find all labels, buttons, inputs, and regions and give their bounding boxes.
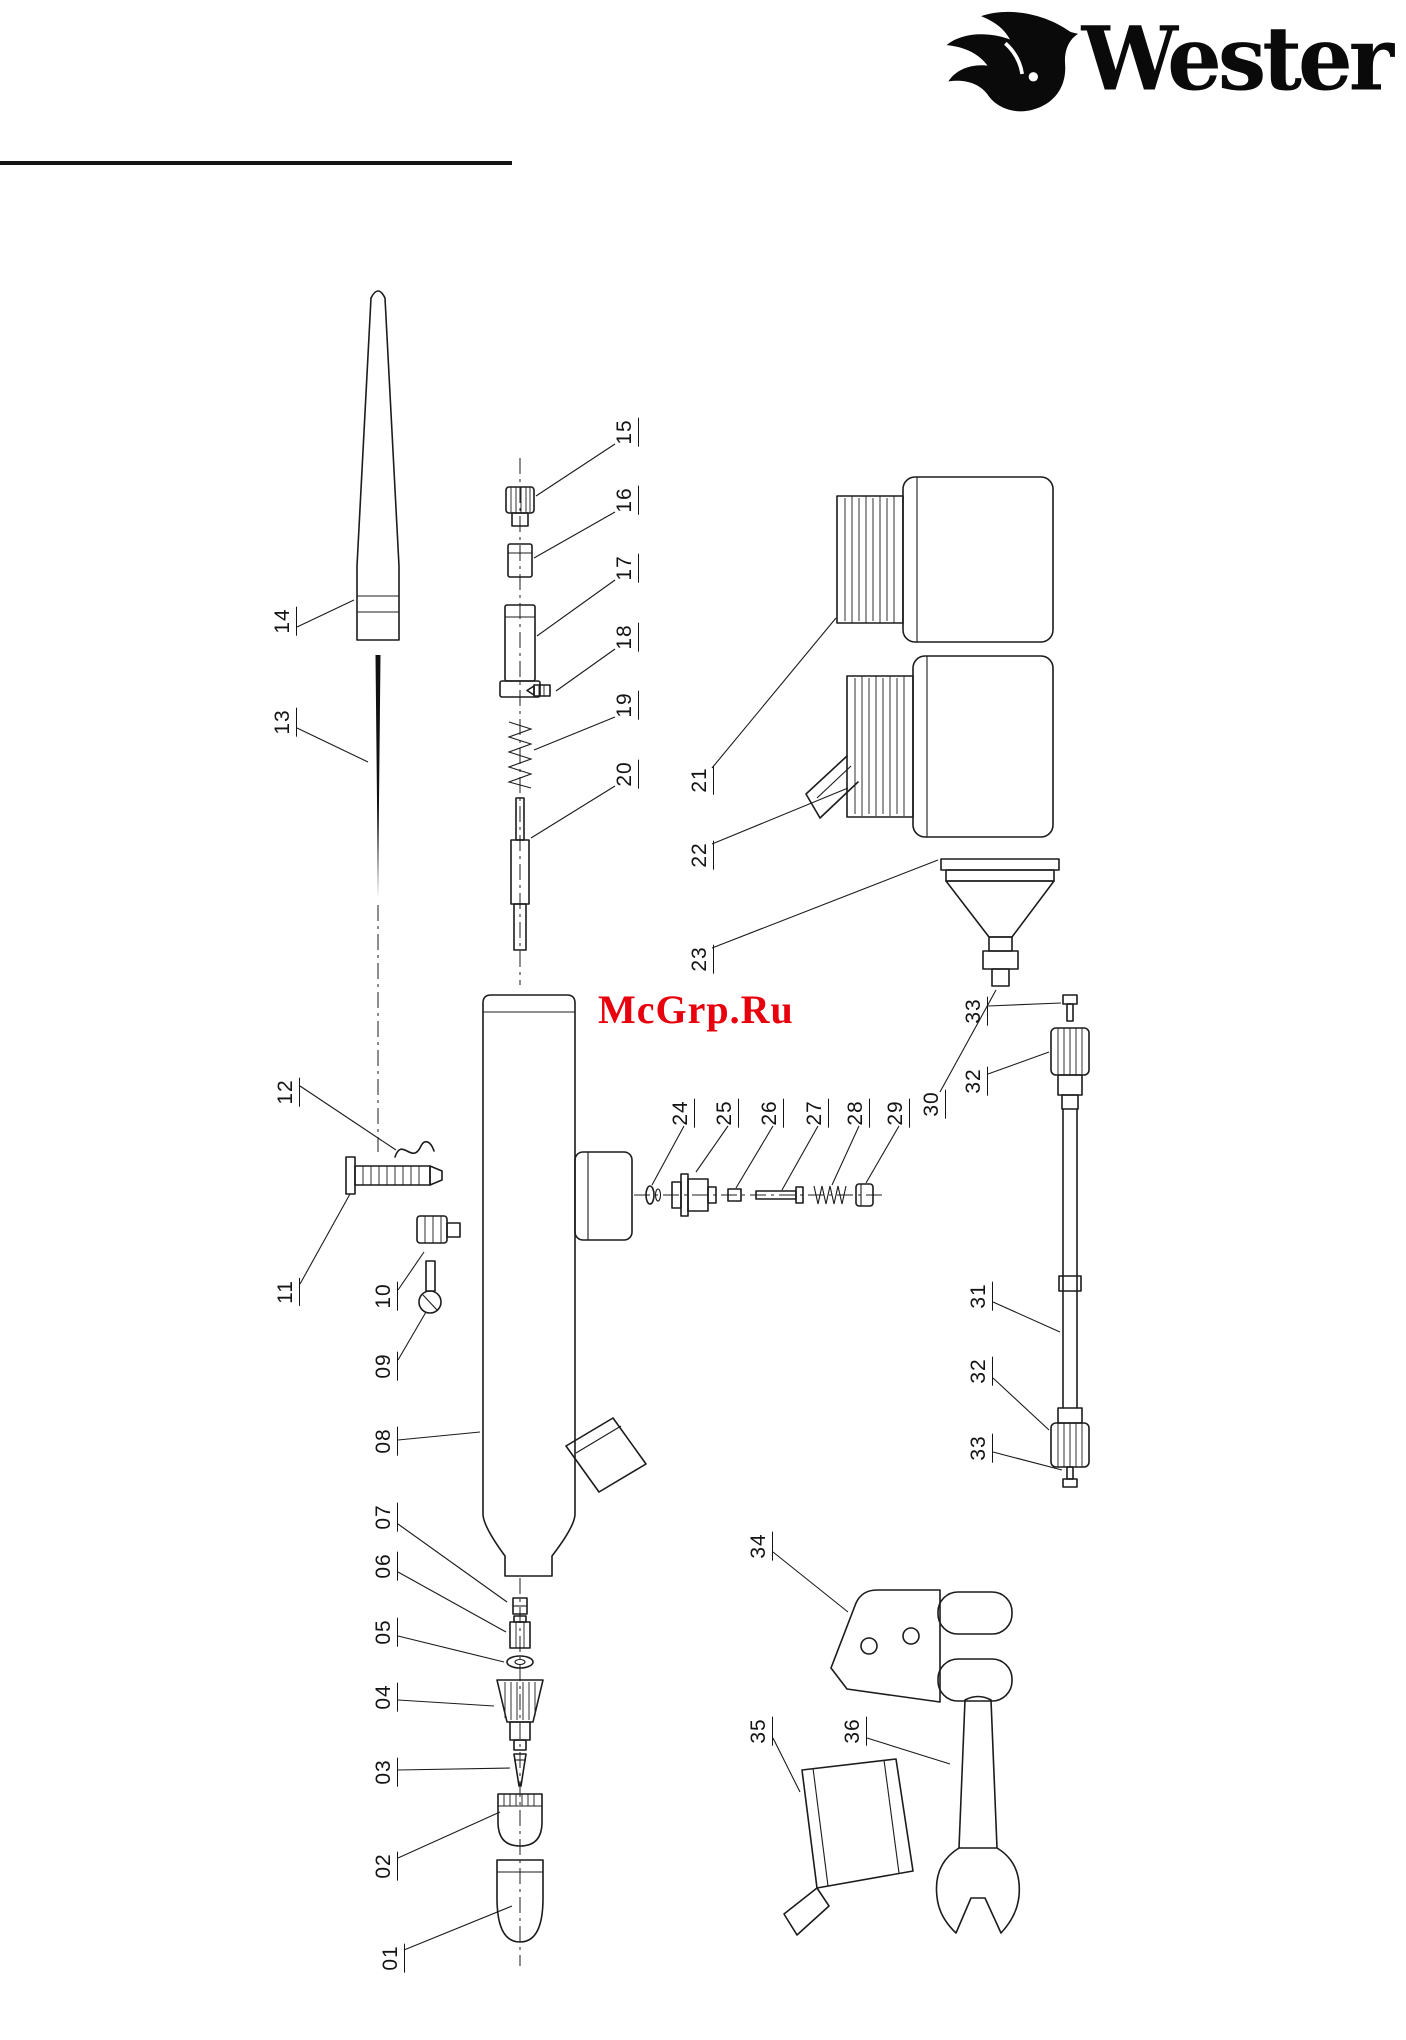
part-label-19-18: 19 [613, 690, 639, 720]
part-label-32-32: 32 [967, 1356, 993, 1386]
part-07-nozzle-seal [512, 1597, 528, 1615]
part-label-16-15: 16 [613, 485, 639, 515]
part-02-air-cap [497, 1793, 543, 1847]
part-label-10-9: 10 [372, 1281, 398, 1311]
header-rule [0, 161, 512, 165]
paint-jar-with-adapter [805, 655, 1054, 838]
part-13-needle [375, 655, 381, 898]
part-label-29-28: 29 [884, 1098, 910, 1128]
brand-logo: Wester [940, 2, 1394, 118]
part-label-03-2: 03 [372, 1757, 398, 1787]
part-label-07-6: 07 [372, 1502, 398, 1532]
part-12-spring-clip [394, 1140, 435, 1158]
part-34-holder-bracket [830, 1589, 1013, 1703]
part-15-adjust-knob [505, 486, 535, 527]
part-label-34-35: 34 [747, 1531, 773, 1561]
part-26-valve-pin [727, 1188, 742, 1202]
part-label-20-19: 20 [613, 759, 639, 789]
part-29-valve-cap [855, 1183, 874, 1207]
part-08-airbrush-body [482, 994, 647, 1577]
part-05-washer [506, 1655, 534, 1669]
part-label-15-14: 15 [613, 417, 639, 447]
part-label-01-0: 01 [379, 1943, 405, 1973]
part-06-nozzle-nut [509, 1615, 531, 1649]
part-label-18-17: 18 [613, 622, 639, 652]
part-label-33-33: 33 [962, 996, 988, 1026]
part-label-12-11: 12 [274, 1077, 300, 1107]
part-label-11-10: 11 [274, 1278, 300, 1306]
part-label-22-21: 22 [688, 840, 714, 870]
air-hose-assembly [1050, 994, 1090, 1488]
part-label-08-7: 08 [372, 1426, 398, 1456]
watermark-text: McGrp.Ru [598, 987, 794, 1032]
part-label-23-22: 23 [688, 944, 714, 974]
leader-lines [296, 443, 1063, 1951]
part-11-screw [345, 1156, 443, 1195]
part-09-valve-screw [418, 1260, 442, 1314]
part-04-nozzle-cap [496, 1679, 544, 1751]
part-35-side-cup [783, 1758, 914, 1936]
part-label-17-16: 17 [613, 553, 639, 583]
part-label-04-3: 04 [372, 1682, 398, 1712]
part-label-21-20: 21 [688, 765, 714, 795]
part-label-06-5: 06 [372, 1551, 398, 1581]
part-label-30-29: 30 [920, 1089, 946, 1119]
part-03-fluid-nozzle [513, 1753, 527, 1787]
part-label-27-26: 27 [803, 1098, 829, 1128]
part-label-14-13: 14 [271, 606, 297, 636]
part-label-05-4: 05 [372, 1617, 398, 1647]
part-label-35-36: 35 [747, 1716, 773, 1746]
part-28-valve-spring [813, 1185, 847, 1205]
part-18-set-screw [526, 684, 551, 697]
part-24-o-ring [645, 1185, 662, 1205]
part-17-needle-chucking-guide [499, 604, 541, 698]
part-01-needle-cap [496, 1859, 544, 1943]
part-label-36-37: 36 [841, 1716, 867, 1746]
part-label-02-1: 02 [372, 1851, 398, 1881]
part-label-24-23: 24 [669, 1098, 695, 1128]
part-36-wrench [935, 1695, 1021, 1934]
bull-head-icon [946, 11, 1078, 112]
part-label-13-12: 13 [271, 707, 297, 737]
part-10-valve-fitting [416, 1215, 461, 1244]
part-label-26-25: 26 [758, 1098, 784, 1128]
paint-jar-large [836, 476, 1054, 643]
brand-name: Wester [1081, 7, 1394, 112]
part-label-32-31: 32 [962, 1066, 988, 1096]
part-16-spring-guide [507, 543, 533, 578]
part-label-31-30: 31 [967, 1281, 993, 1311]
part-label-25-24: 25 [713, 1098, 739, 1128]
part-25-valve-housing [671, 1173, 717, 1217]
part-20-needle-chuck [510, 797, 530, 951]
part-label-28-27: 28 [844, 1098, 870, 1128]
part-19-spring [507, 721, 533, 789]
centerlines [377, 458, 886, 1966]
part-label-33-34: 33 [967, 1433, 993, 1463]
part-label-09-8: 09 [372, 1351, 398, 1381]
part-14-handle [356, 290, 400, 641]
funnel-cup [940, 858, 1060, 987]
part-27-valve-rod [755, 1186, 804, 1204]
